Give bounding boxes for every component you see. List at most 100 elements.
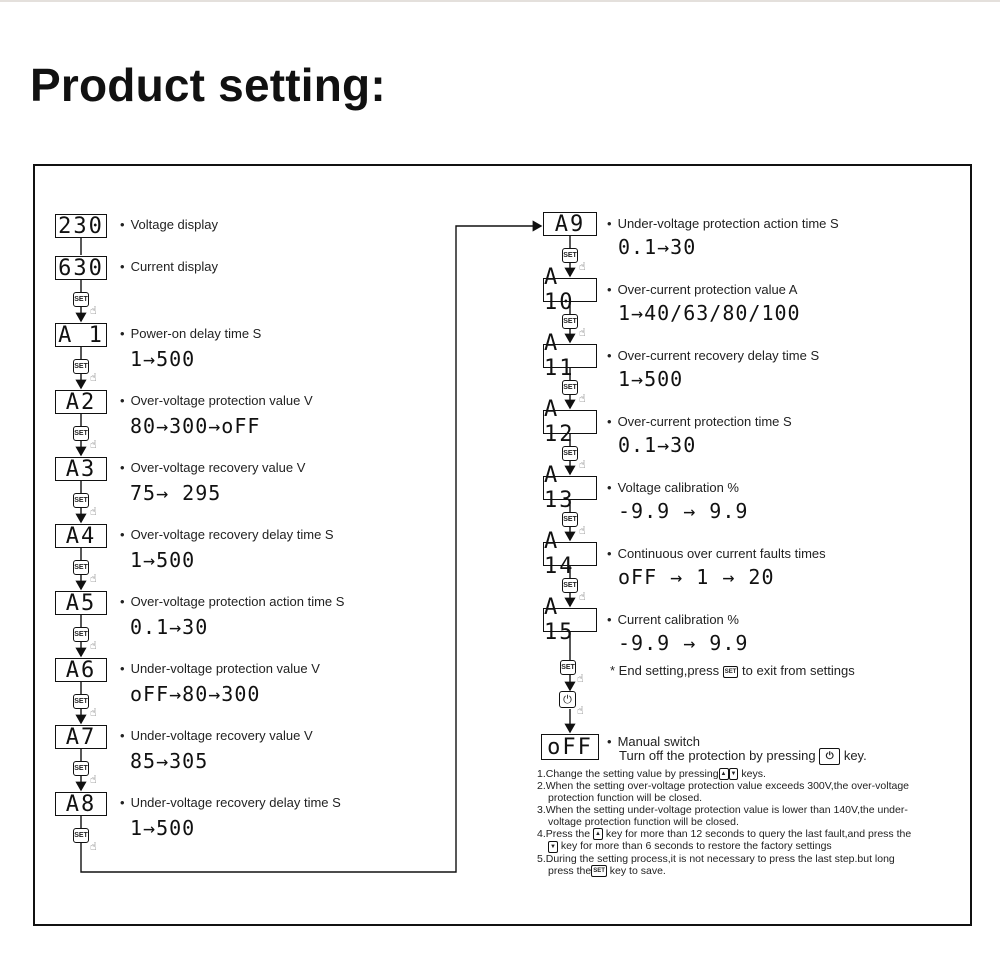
note-2: 2.When the setting over-voltage protecti… (537, 780, 910, 793)
diagram-frame (33, 164, 972, 926)
step-display-r4: A 13 (543, 463, 597, 513)
hand-pointer-icon: ☝ (579, 524, 586, 537)
set-key-icon: SET (73, 694, 89, 709)
end-setting-text: * End setting,press SET to exit from set… (610, 663, 855, 678)
top-divider (0, 0, 1000, 2)
step-label-9: Under-voltage recovery delay time S (120, 795, 341, 810)
hand-pointer-icon: ☝ (90, 371, 97, 384)
down-key-icon: ▼ (548, 840, 558, 853)
step-display-6: A5 (55, 591, 107, 616)
hand-pointer-icon: ☝ (90, 304, 97, 317)
hand-pointer-icon: ☝ (577, 704, 584, 717)
step-value-7: oFF→80→300 (130, 682, 261, 706)
manual-switch-label: Manual switch (607, 734, 700, 749)
step-label-8: Under-voltage recovery value V (120, 728, 313, 743)
step-label-0: Voltage display (120, 217, 218, 232)
note-3-cont: voltage protection function will be clos… (548, 816, 739, 829)
step-value-r3: 0.1→30 (618, 433, 697, 457)
step-display-5: A4 (55, 524, 107, 549)
power-icon: ⏻ (819, 748, 841, 766)
page-title: Product setting: (30, 59, 386, 111)
set-key-icon: SET (73, 292, 89, 307)
connector-route (80, 220, 543, 873)
hand-pointer-icon: ☝ (577, 672, 584, 685)
step-display-r6: A 15 (543, 595, 597, 645)
hand-pointer-icon: ☝ (90, 438, 97, 451)
step-label-3: Over-voltage protection value V (120, 393, 313, 408)
set-key-icon: SET (73, 359, 89, 374)
hand-pointer-icon: ☝ (90, 840, 97, 853)
step-display-8: A7 (55, 725, 107, 750)
step-label-4: Over-voltage recovery value V (120, 460, 306, 475)
hand-pointer-icon: ☝ (579, 590, 586, 603)
up-key-icon: ▲ (593, 828, 603, 841)
step-display-r2: A 11 (543, 331, 597, 381)
step-display-2: A 1 (55, 323, 107, 348)
step-display-r0: A9 (543, 212, 597, 237)
step-value-r0: 0.1→30 (618, 235, 697, 259)
step-label-r0: Under-voltage protection action time S (607, 216, 839, 231)
step-label-1: Current display (120, 259, 218, 274)
notes: 1.Change the setting value by pressing▲▼… (537, 768, 957, 877)
set-key-icon: SET (591, 864, 607, 877)
step-label-r1: Over-current protection value A (607, 282, 798, 297)
display-off: oFF (541, 734, 599, 760)
note-5: 5.During the setting process,it is not n… (537, 852, 895, 865)
step-display-7: A6 (55, 658, 107, 683)
hand-pointer-icon: ☝ (579, 458, 586, 471)
hand-pointer-icon: ☝ (579, 260, 586, 273)
step-display-r1: A 10 (543, 265, 597, 315)
step-display-r3: A 12 (543, 397, 597, 447)
step-value-r5: oFF → 1 → 20 (618, 565, 775, 589)
hand-pointer-icon: ☝ (90, 639, 97, 652)
note-4: 4.Press the ▲ key for more than 12 secon… (537, 828, 912, 841)
step-value-r1: 1→40/63/80/100 (618, 301, 801, 325)
step-display-9: A8 (55, 792, 107, 817)
up-key-icon: ▲ (718, 768, 729, 781)
step-label-5: Over-voltage recovery delay time S (120, 527, 334, 542)
step-value-6: 0.1→30 (130, 615, 209, 639)
step-label-6: Over-voltage protection action time S (120, 594, 345, 609)
step-label-7: Under-voltage protection value V (120, 661, 320, 676)
step-value-3: 80→300→oFF (130, 414, 261, 438)
step-value-r4: -9.9 → 9.9 (618, 499, 749, 523)
set-key-icon: SET (560, 660, 576, 675)
step-label-r3: Over-current protection time S (607, 414, 792, 429)
set-key-icon: SET (562, 578, 578, 593)
power-key-icon: ⏻ (559, 691, 576, 708)
step-label-r4: Voltage calibration % (607, 480, 739, 495)
set-key-icon: SET (562, 446, 578, 461)
step-value-r2: 1→500 (618, 367, 684, 391)
step-value-r6: -9.9 → 9.9 (618, 631, 749, 655)
step-value-2: 1→500 (130, 347, 196, 371)
step-display-3: A2 (55, 390, 107, 415)
step-label-r2: Over-current recovery delay time S (607, 348, 820, 363)
set-key-icon: SET (73, 426, 89, 441)
set-key-icon: SET (562, 314, 578, 329)
step-label-r5: Continuous over current faults times (607, 546, 826, 561)
set-key-icon: SET (562, 512, 578, 527)
hand-pointer-icon: ☝ (579, 392, 586, 405)
set-key-icon: SET (562, 380, 578, 395)
step-display-1: 630 (55, 256, 107, 281)
note-3: 3.When the setting under-voltage protect… (537, 804, 908, 817)
step-label-2: Power-on delay time S (120, 326, 262, 341)
step-value-4: 75→ 295 (130, 481, 222, 505)
set-key-icon: SET (73, 828, 89, 843)
step-value-9: 1→500 (130, 816, 196, 840)
hand-pointer-icon: ☝ (90, 572, 97, 585)
set-key-icon: SET (73, 627, 89, 642)
step-value-5: 1→500 (130, 548, 196, 572)
set-key-icon: SET (73, 493, 89, 508)
set-key-icon: SET (722, 665, 739, 678)
manual-switch-desc: Turn off the protection by pressing ⏻ ke… (619, 748, 867, 766)
step-value-8: 85→305 (130, 749, 209, 773)
down-key-icon: ▼ (728, 768, 739, 781)
step-display-4: A3 (55, 457, 107, 482)
step-label-r6: Current calibration % (607, 612, 739, 627)
step-display-r5: A 14 (543, 529, 597, 579)
set-key-icon: SET (562, 248, 578, 263)
note-1: 1.Change the setting value by pressing▲▼… (537, 768, 766, 781)
